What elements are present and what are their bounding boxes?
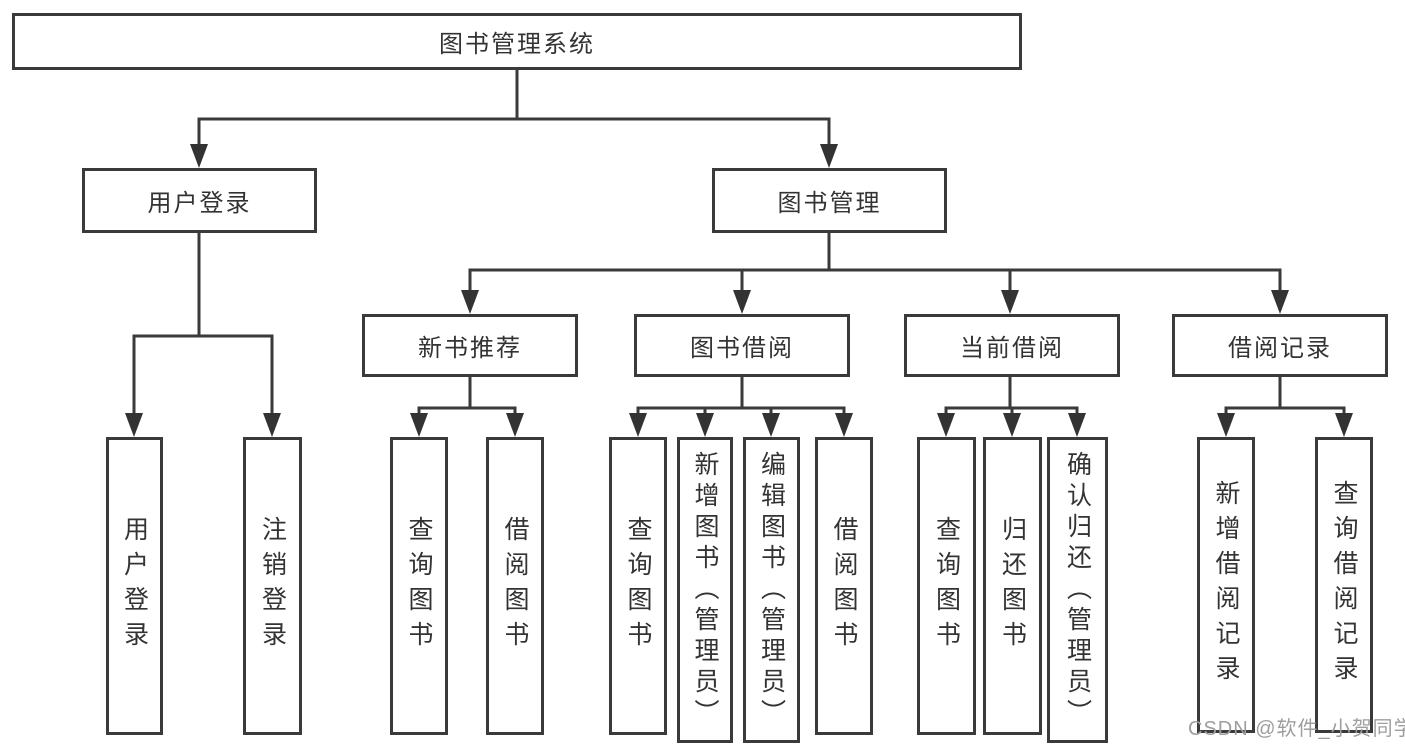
leaf-recommend-borrow-books: 借阅图书 — [486, 437, 544, 735]
node-book-borrow: 图书借阅 — [634, 314, 850, 377]
node-new-book-recommend: 新书推荐 — [362, 314, 578, 377]
leaf-add-borrow-record: 新增借阅记录 — [1197, 437, 1255, 733]
leaf-edit-books-admin: 编辑图书（管理员） — [743, 437, 800, 743]
arrowheads — [125, 144, 1353, 437]
node-user-login: 用户登录 — [82, 168, 317, 233]
leaf-borrow-books: 借阅图书 — [815, 437, 873, 735]
node-current-borrow: 当前借阅 — [904, 314, 1120, 377]
csdn-watermark: CSDN @软件_小贺同学 — [1188, 718, 1405, 740]
node-root: 图书管理系统 — [12, 13, 1022, 70]
leaf-logout: 注销登录 — [243, 437, 302, 735]
node-borrow-records: 借阅记录 — [1172, 314, 1388, 377]
node-book-management: 图书管理 — [712, 168, 947, 233]
leaf-borrow-query-books: 查询图书 — [609, 437, 667, 735]
leaf-user-login: 用户登录 — [106, 437, 163, 735]
leaf-return-books: 归还图书 — [983, 437, 1042, 735]
leaf-add-books-admin: 新增图书（管理员） — [677, 437, 733, 743]
leaf-current-query-books: 查询图书 — [917, 437, 976, 735]
leaf-confirm-return-admin: 确认归还（管理员） — [1047, 437, 1108, 743]
leaf-query-borrow-record: 查询借阅记录 — [1315, 437, 1373, 733]
leaf-recommend-query-books: 查询图书 — [390, 437, 448, 735]
